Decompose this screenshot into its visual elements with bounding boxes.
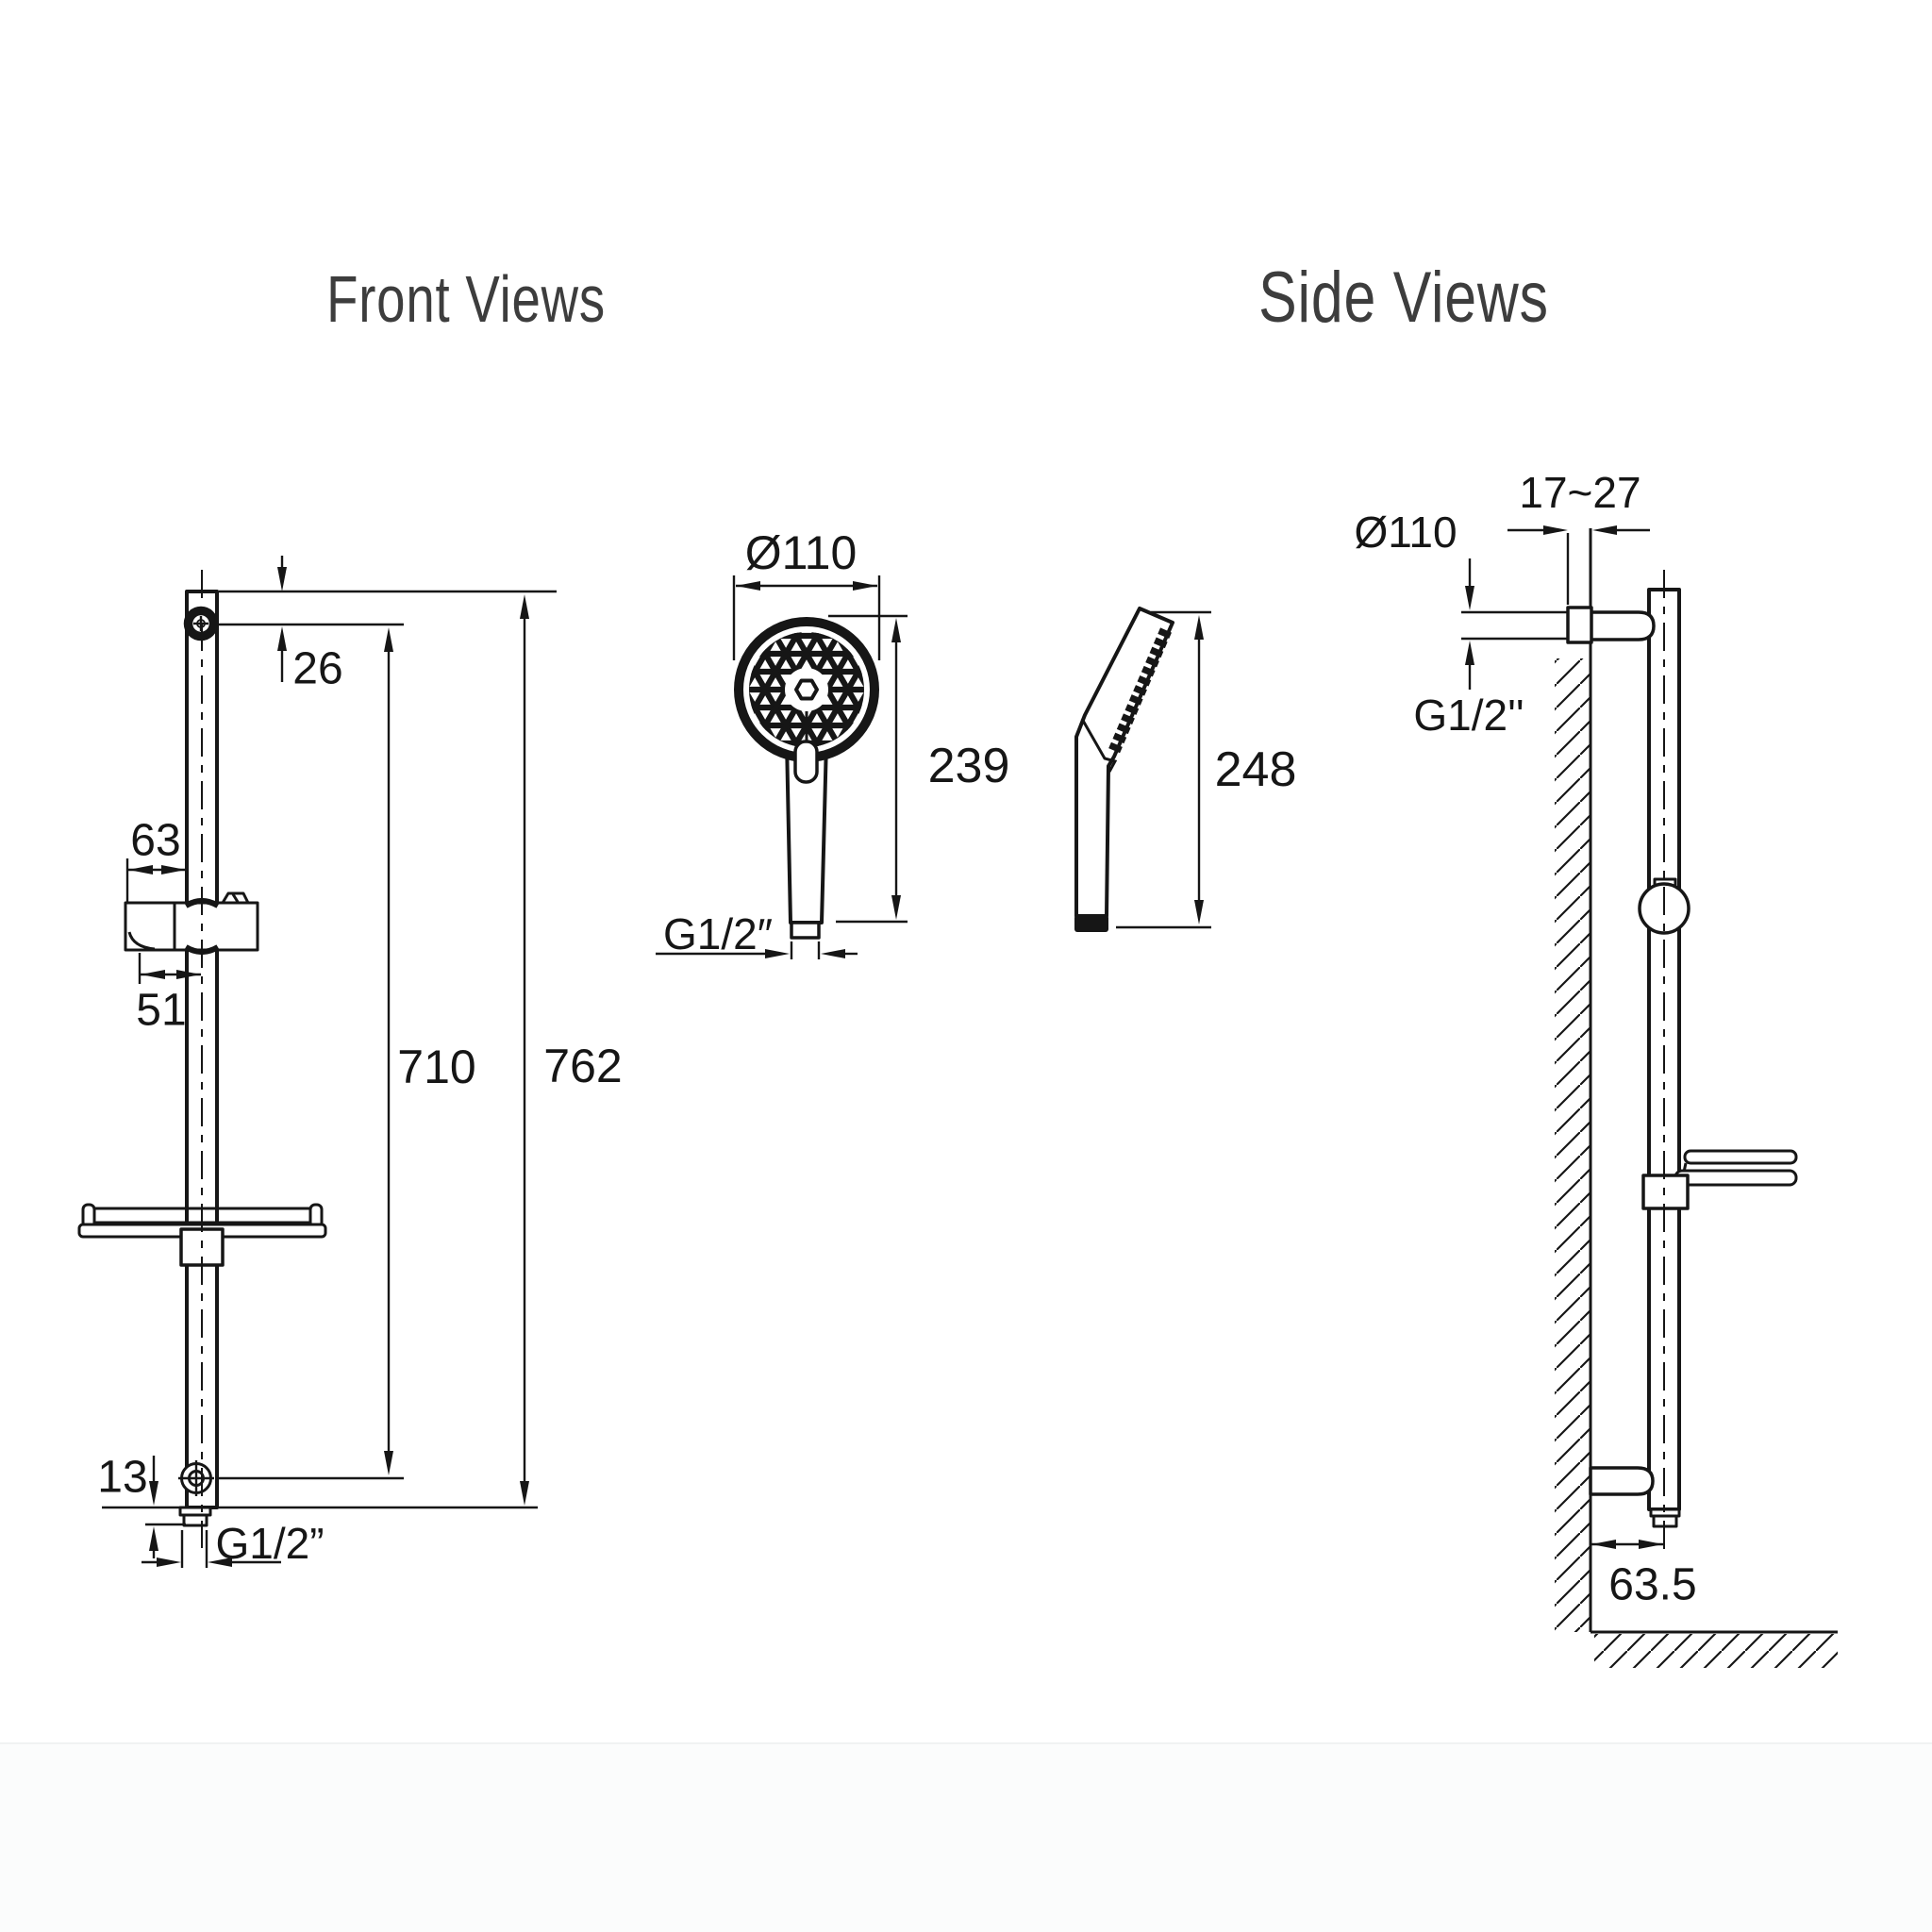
shelf-block-side [1641, 1174, 1690, 1210]
handle-hang-slot [793, 740, 819, 784]
dim-762: 762 [543, 1040, 622, 1092]
floor-hatching [1594, 1634, 1838, 1668]
holder-body [173, 901, 259, 952]
dim-d110-front: Ø110 [745, 526, 858, 579]
dim-13: 13 [97, 1453, 147, 1503]
dim-63-5: 63.5 [1608, 1560, 1696, 1610]
side-view-dimensions: 248 17~27 Ø110 G1/2'' 63.5 [1116, 468, 1697, 1610]
wall-hatching [1555, 658, 1591, 1632]
dim-17-27: 17~27 [1519, 468, 1641, 517]
front-views-title: Front Views [326, 263, 606, 337]
side-view-hand-shower [1074, 607, 1174, 932]
dim-26: 26 [292, 644, 342, 694]
head-handle-joint [1080, 718, 1118, 773]
holder-lever-detail [127, 931, 156, 951]
shelf-tray-side [1674, 1169, 1798, 1187]
dim-g12-rail: G1/2” [215, 1519, 324, 1568]
side-views-title-text: Side Views [1258, 258, 1549, 338]
dim-248: 248 [1215, 742, 1297, 797]
outlet-thread-front [182, 1513, 208, 1527]
dim-51: 51 [136, 986, 186, 1036]
dim-g12-shower: G1/2″ [663, 909, 773, 958]
handle-bottom-cap [1074, 915, 1108, 932]
wall-bracket-side [1566, 606, 1593, 644]
bottom-supply-arm [1589, 1466, 1655, 1496]
front-view-hand-shower [734, 617, 879, 940]
hub-hex-nut [794, 678, 819, 701]
side-views-title: Side Views [1258, 258, 1549, 338]
front-view-dimensions: 26 762 710 63 51 13 G1/2” Ø110 [97, 526, 1009, 1568]
handle-thread-stub [790, 921, 821, 940]
dim-g12-side: G1/2'' [1413, 691, 1524, 740]
dim-239: 239 [928, 739, 1010, 793]
top-supply-arm [1589, 610, 1656, 641]
page-bottom-band [0, 1743, 1932, 1932]
holder-tab-tick [231, 893, 240, 903]
dim-d110-side: Ø110 [1354, 508, 1457, 557]
dim-710: 710 [397, 1041, 475, 1093]
front-view-slide-rail [77, 570, 327, 1548]
side-view-rail [1555, 528, 1838, 1668]
front-views-title-text: Front Views [326, 263, 606, 337]
shelf-rail-side [1683, 1149, 1798, 1165]
dim-63: 63 [130, 816, 180, 866]
spray-face-serration [1108, 627, 1172, 754]
holder-clamp-lever [124, 901, 176, 952]
